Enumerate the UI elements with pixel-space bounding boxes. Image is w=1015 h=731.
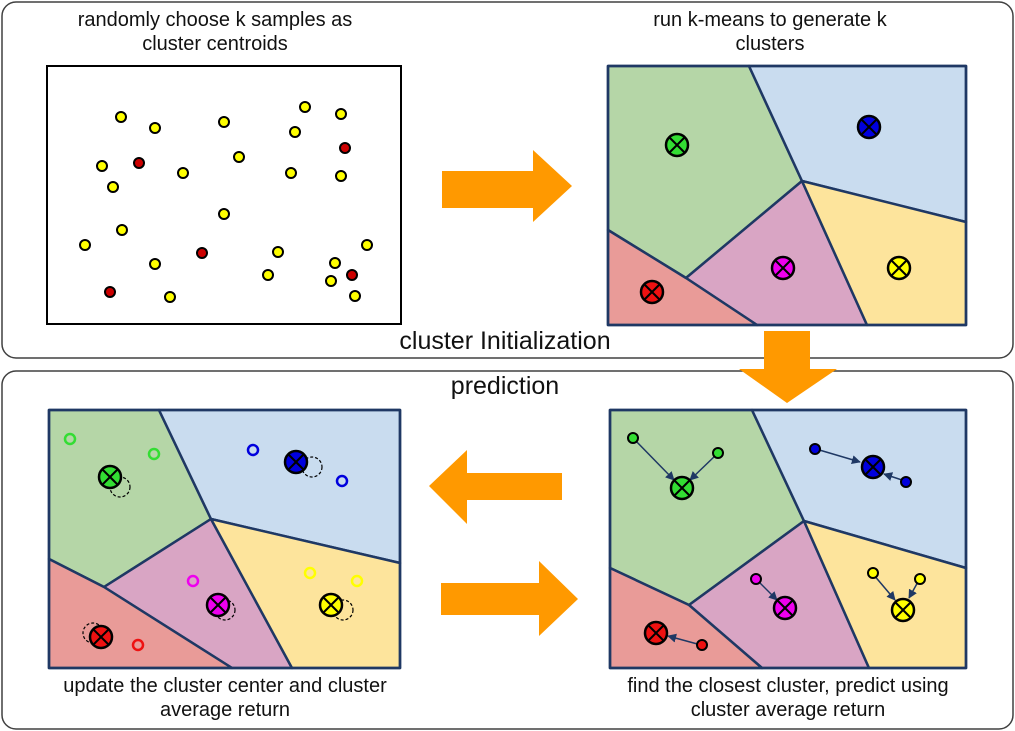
yellow-sample-points bbox=[79, 101, 373, 303]
arrow-right-bottom bbox=[441, 561, 578, 636]
arrow-right-top bbox=[442, 150, 572, 222]
red-initial-centroids bbox=[104, 142, 358, 298]
updated-centroids bbox=[88, 449, 344, 650]
find-closest-panel bbox=[608, 408, 968, 670]
kmeans-caption: run k-means to generate k clusters bbox=[653, 9, 887, 55]
kmeans-cluster-panel bbox=[606, 64, 968, 327]
hollow-sample-points bbox=[63, 432, 364, 652]
random-sampling-caption: randomly choose k samples as cluster cen… bbox=[77, 9, 353, 55]
update-center-caption: update the cluster center and cluster av… bbox=[63, 675, 387, 721]
find-closest-caption: find the closest cluster, predict using … bbox=[627, 675, 949, 721]
random-sampling-panel bbox=[46, 65, 402, 325]
closest-centroids bbox=[643, 454, 916, 646]
new-sample-points bbox=[627, 432, 926, 651]
arrow-down bbox=[739, 331, 837, 403]
kmeans-centroids bbox=[639, 114, 912, 305]
initialization-section-title: cluster Initialization bbox=[399, 327, 611, 355]
prediction-section-title: prediction bbox=[450, 372, 560, 400]
arrow-left-middle bbox=[429, 450, 562, 524]
